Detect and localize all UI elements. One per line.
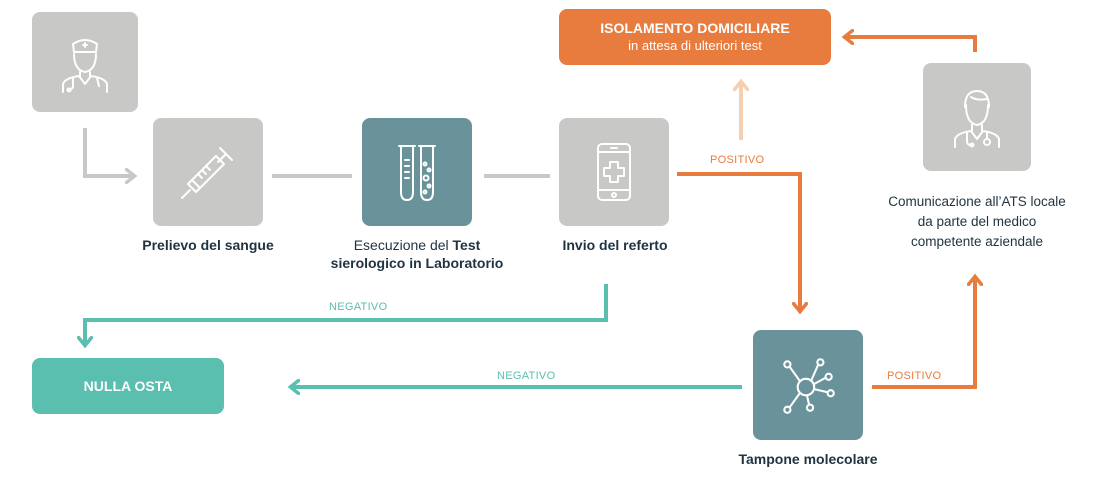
syringe-icon [181,147,233,199]
nulla-osta-box: NULLA OSTA [32,358,224,414]
doctor-box [32,12,138,112]
label-tampone: Tampone molecolare [738,451,878,467]
label-comunicazione: Comunicazione all’ATS locale da parte de… [860,192,1094,252]
edge-invio-tampone [677,172,800,310]
edge-comunicazione-isolamento [846,37,977,52]
edge-label-negativo-referto: NEGATIVO [329,301,388,313]
label-comunicazione-l2: da parte del medico [917,214,1037,229]
edge-doctor-prelievo [83,128,133,176]
edge-label-positivo-referto: POSITIVO [710,154,765,166]
label-prelievo: Prelievo del sangue [142,237,274,253]
label-esecuzione: Esecuzione del Test sierologico in Labor… [312,236,522,272]
phone-plus-icon [597,143,631,201]
test-box [362,118,472,226]
invio-box [559,118,669,226]
doctor-icon [62,39,108,93]
label-comunicazione-l3: competente aziendale [910,234,1044,249]
molecule-icon [783,358,835,414]
nulla-osta-label: NULLA OSTA [83,378,173,394]
label-esecuzione-bold2: sierologico in Laboratorio [330,255,504,271]
comunicazione-box [923,63,1031,171]
edge-tampone-comunicazione [872,278,975,389]
test-tubes-icon [398,145,436,201]
prelievo-box [153,118,263,226]
tampone-box [753,330,863,440]
label-comunicazione-l1: Comunicazione all’ATS locale [888,194,1066,209]
label-esecuzione-prefix: Esecuzione del [353,237,453,253]
edge-label-positivo-tampone: POSITIVO [887,370,942,382]
edge-label-negativo-tampone: NEGATIVO [497,370,556,382]
edge-invio-nulla-osta [85,284,608,344]
isolamento-subtitle: in attesa di ulteriori test [628,38,762,53]
label-invio: Invio del referto [562,237,668,253]
isolamento-box: ISOLAMENTO DOMICILIARE in attesa di ulte… [559,9,831,65]
label-esecuzione-bold1: Test [452,237,481,253]
doctor-stethoscope-icon [954,90,1000,148]
isolamento-title: ISOLAMENTO DOMICILIARE [600,20,790,36]
